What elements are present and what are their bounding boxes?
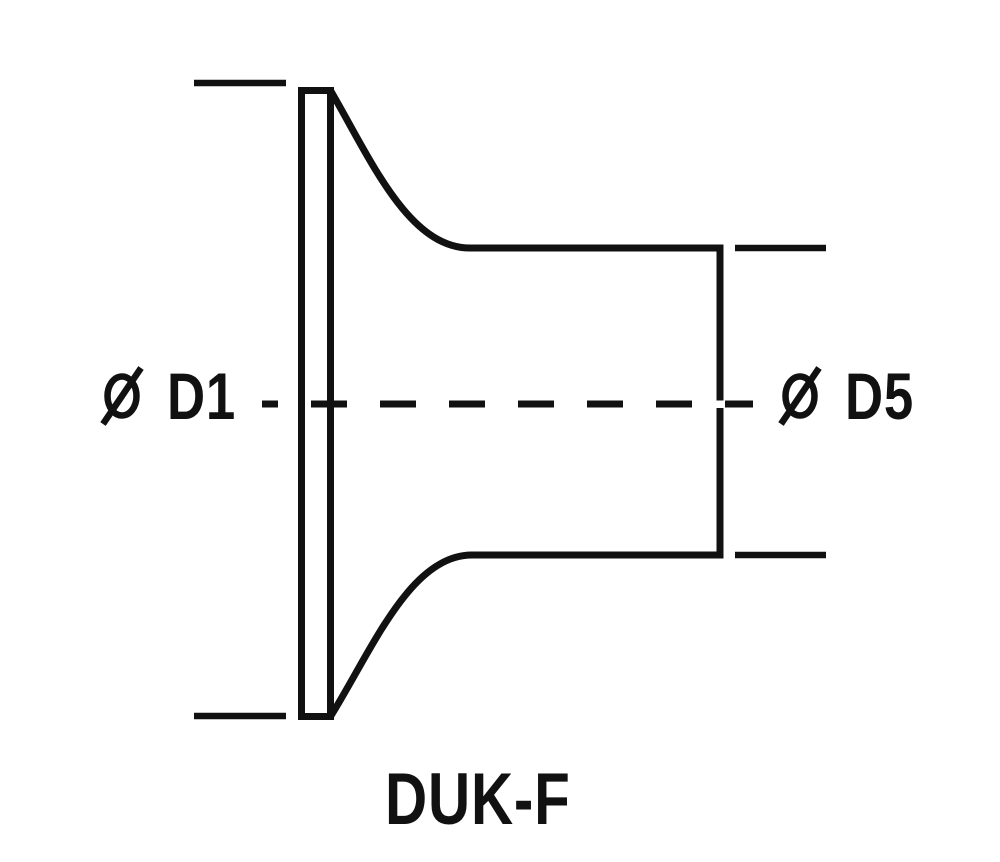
diameter-icon — [100, 366, 144, 426]
diameter-d5-text: D5 — [845, 359, 915, 433]
diameter-icon — [778, 366, 822, 426]
part-designation-caption: DUK-F — [385, 759, 571, 840]
body-outline-lower — [327, 408, 724, 719]
label-diameter-d1: D1 — [100, 359, 253, 433]
body-outline-upper — [327, 88, 724, 401]
diameter-d1-text: D1 — [167, 359, 237, 433]
label-diameter-d5: D5 — [778, 359, 931, 433]
